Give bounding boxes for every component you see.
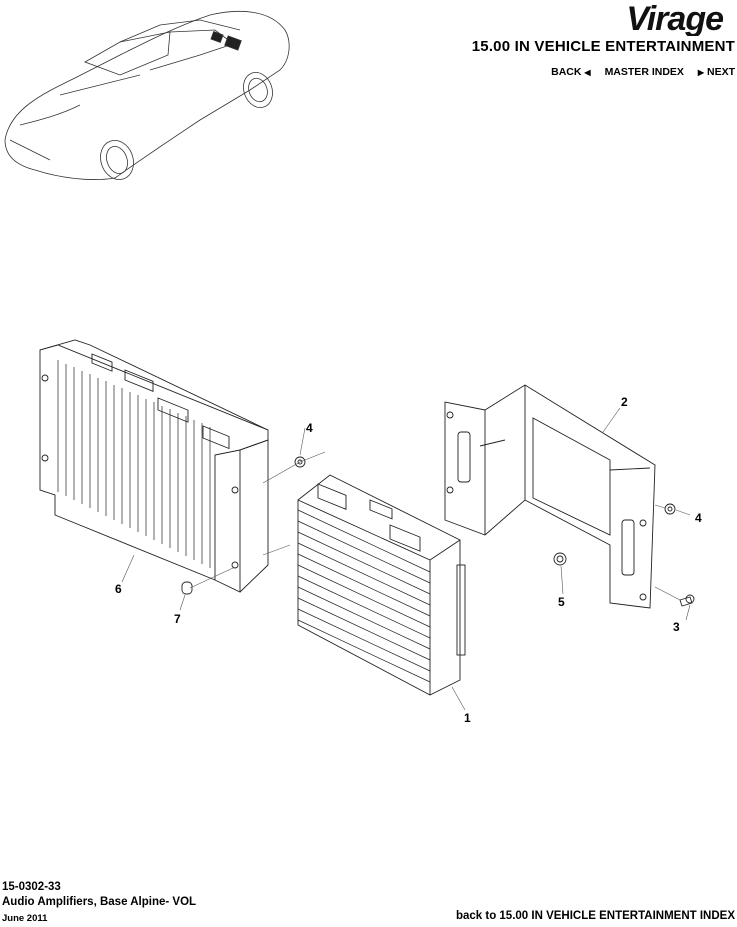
screw-3 bbox=[679, 596, 693, 607]
grommet-4-left bbox=[294, 456, 306, 468]
master-index-link[interactable]: MASTER INDEX bbox=[604, 66, 684, 78]
callout-5: 5 bbox=[558, 595, 565, 609]
back-link[interactable]: BACK ◀ bbox=[551, 66, 591, 78]
mounting-bracket-part-2 bbox=[444, 384, 656, 609]
back-to-index-link[interactable]: back to 15.00 IN VEHICLE ENTERTAINMENT I… bbox=[455, 910, 735, 922]
callout-1: 1 bbox=[464, 711, 471, 725]
part-code: 15-0302-33 bbox=[2, 881, 61, 893]
callout-7: 7 bbox=[174, 612, 181, 626]
next-link[interactable]: ▶ NEXT bbox=[697, 66, 735, 78]
amplifier-highlight bbox=[210, 31, 224, 43]
callout-4-right: 4 bbox=[695, 511, 702, 525]
car-locator-illustration bbox=[4, 10, 290, 180]
callout-6: 6 bbox=[115, 582, 122, 596]
amplifier-large-part-6 bbox=[39, 339, 269, 593]
callout-3: 3 bbox=[673, 620, 680, 634]
exploded-parts-diagram: 1 2 3 4 4 5 6 7 bbox=[39, 339, 702, 725]
part-description: Audio Amplifiers, Base Alpine- VOL bbox=[2, 896, 197, 908]
hardware-items bbox=[181, 456, 695, 607]
callout-2: 2 bbox=[621, 395, 628, 409]
amplifier-small-part-1 bbox=[297, 474, 466, 696]
triangle-left-icon: ◀ bbox=[584, 68, 591, 77]
callout-4-left: 4 bbox=[306, 421, 313, 435]
publication-date: June 2011 bbox=[2, 913, 48, 924]
triangle-right-icon: ▶ bbox=[697, 68, 705, 77]
grommet-4-right bbox=[664, 503, 676, 515]
virage-logo: Virage bbox=[626, 0, 724, 36]
spacer-7 bbox=[181, 581, 193, 595]
svg-text:Virage: Virage bbox=[626, 0, 723, 36]
nut-5 bbox=[553, 552, 567, 566]
section-title: 15.00 IN VEHICLE ENTERTAINMENT bbox=[471, 38, 735, 55]
navigation-bar: BACK ◀ MASTER INDEX ▶ NEXT bbox=[551, 66, 735, 78]
